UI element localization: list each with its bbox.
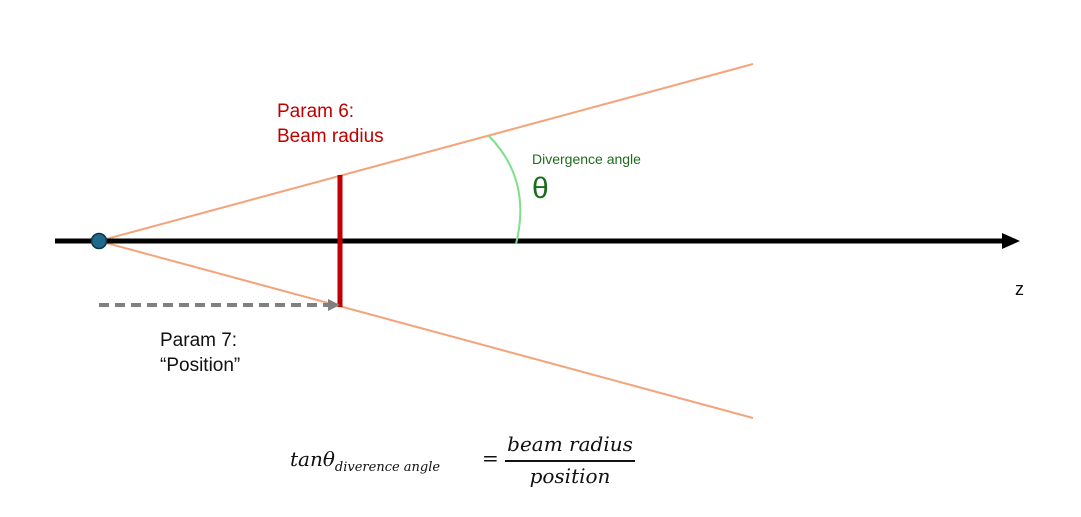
z-axis-label: z: [1015, 279, 1024, 299]
formula-equals: =: [482, 446, 499, 470]
z-axis-arrowhead: [1002, 233, 1020, 249]
cone-lower-edge: [98, 240, 754, 419]
fraction-bar: [505, 460, 635, 462]
param7-title: Param 7:: [160, 330, 238, 351]
theta-symbol: θ: [532, 172, 549, 205]
formula-tan-theta: tanθ: [290, 447, 335, 471]
divergence-angle-label: Divergence angle: [532, 151, 641, 167]
param6-title: Param 6:: [277, 101, 355, 122]
divergence-angle-arc: [488, 135, 522, 245]
formula-lhs: tanθdiverence angle: [290, 447, 440, 475]
position-arrowhead: [328, 299, 340, 311]
param7-description: “Position”: [160, 355, 241, 376]
cone-upper-edge: [98, 63, 754, 242]
formula-denominator: position: [529, 464, 611, 488]
param7-label: Param 7: “Position”: [160, 328, 240, 378]
source-point: [90, 232, 108, 250]
formula-numerator: beam radius: [507, 432, 633, 456]
formula-subscript: diverence angle: [334, 460, 441, 475]
param6-label: Param 6: Beam radius: [277, 99, 384, 149]
param6-description: Beam radius: [277, 126, 384, 147]
